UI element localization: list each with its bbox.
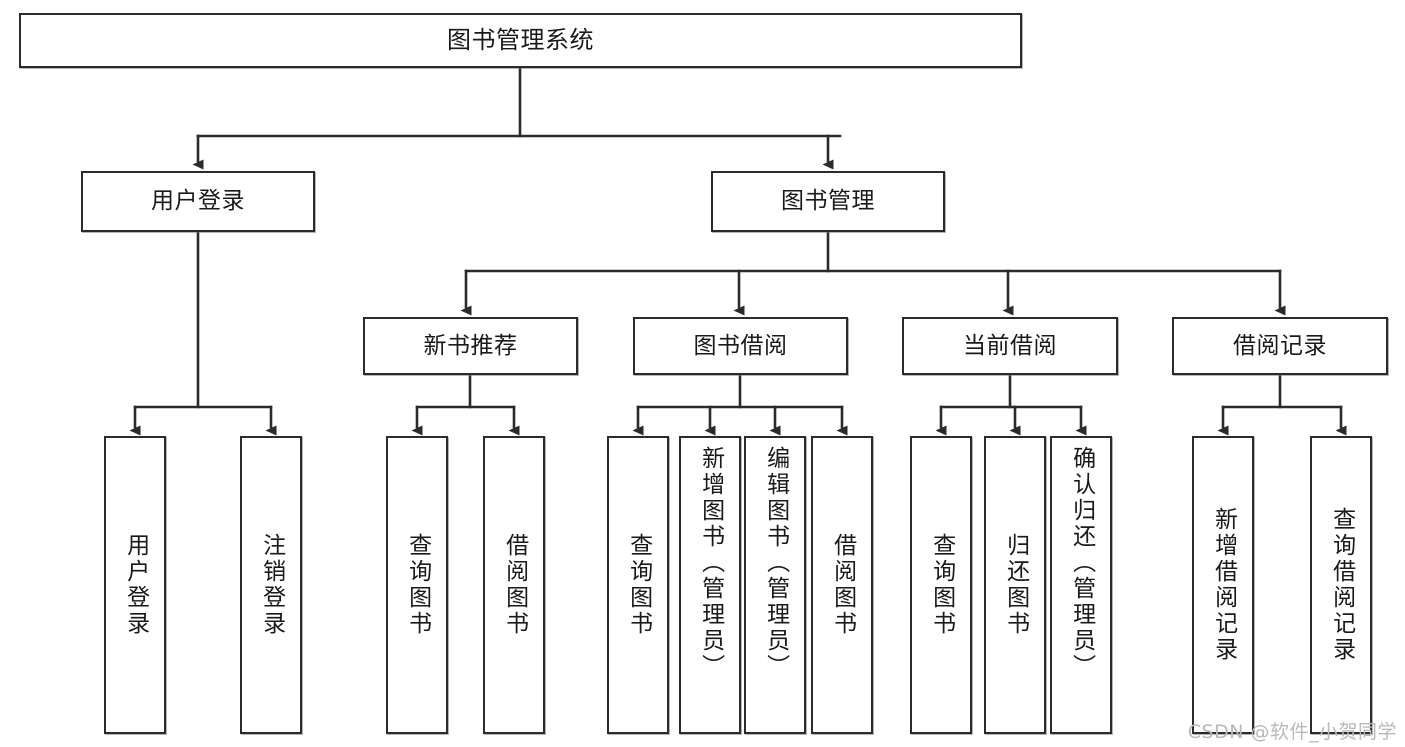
node-leaf-query-book-rec[interactable]: 查询图书: [386, 436, 448, 734]
node-label: 借阅图书: [501, 533, 528, 637]
node-borrow-record[interactable]: 借阅记录: [1172, 317, 1388, 375]
node-leaf-borrow-book-borrow[interactable]: 借阅图书: [811, 436, 873, 734]
node-label: 查询图书: [625, 533, 652, 637]
node-label: 新增借阅记录: [1210, 507, 1237, 663]
node-leaf-user-login[interactable]: 用户登录: [104, 436, 166, 734]
node-leaf-confirm-return-admin[interactable]: 确认归还（管理员）: [1050, 436, 1112, 734]
node-label: 借阅图书: [829, 533, 856, 637]
node-label: 用户登录: [122, 533, 149, 637]
node-label: 借阅记录: [1233, 332, 1327, 359]
node-new-book-recommend[interactable]: 新书推荐: [363, 317, 578, 375]
node-leaf-query-book-current[interactable]: 查询图书: [910, 436, 972, 734]
node-label: 编辑图书（管理员）: [762, 446, 789, 680]
node-label: 图书管理: [781, 188, 875, 215]
node-label: 查询借阅记录: [1328, 507, 1355, 663]
node-leaf-borrow-book-rec[interactable]: 借阅图书: [483, 436, 545, 734]
node-leaf-logout[interactable]: 注销登录: [240, 436, 302, 734]
node-label: 查询图书: [928, 533, 955, 637]
node-current-borrow[interactable]: 当前借阅: [902, 317, 1118, 375]
node-leaf-add-borrow-record[interactable]: 新增借阅记录: [1192, 436, 1254, 734]
node-user-login[interactable]: 用户登录: [81, 171, 315, 232]
node-leaf-return-book[interactable]: 归还图书: [984, 436, 1046, 734]
node-label: 新增图书（管理员）: [697, 446, 724, 680]
node-leaf-query-book-borrow[interactable]: 查询图书: [607, 436, 669, 734]
node-root-system[interactable]: 图书管理系统: [19, 13, 1022, 68]
node-label: 查询图书: [404, 533, 431, 637]
node-leaf-query-borrow-record[interactable]: 查询借阅记录: [1310, 436, 1372, 734]
node-label: 当前借阅: [963, 332, 1057, 359]
node-label: 新书推荐: [423, 332, 518, 359]
watermark-text: CSDN @软件_小贺同学: [1187, 721, 1397, 743]
node-leaf-edit-book-admin[interactable]: 编辑图书（管理员）: [744, 436, 806, 734]
node-label: 归还图书: [1002, 533, 1029, 637]
node-book-borrow[interactable]: 图书借阅: [633, 317, 848, 375]
node-book-management[interactable]: 图书管理: [711, 171, 945, 232]
node-label: 图书借阅: [693, 332, 788, 359]
node-label: 注销登录: [258, 533, 285, 637]
node-label: 用户登录: [151, 188, 245, 215]
node-label: 图书管理系统: [447, 25, 594, 54]
node-label: 确认归还（管理员）: [1068, 446, 1095, 680]
node-leaf-add-book-admin[interactable]: 新增图书（管理员）: [679, 436, 741, 734]
